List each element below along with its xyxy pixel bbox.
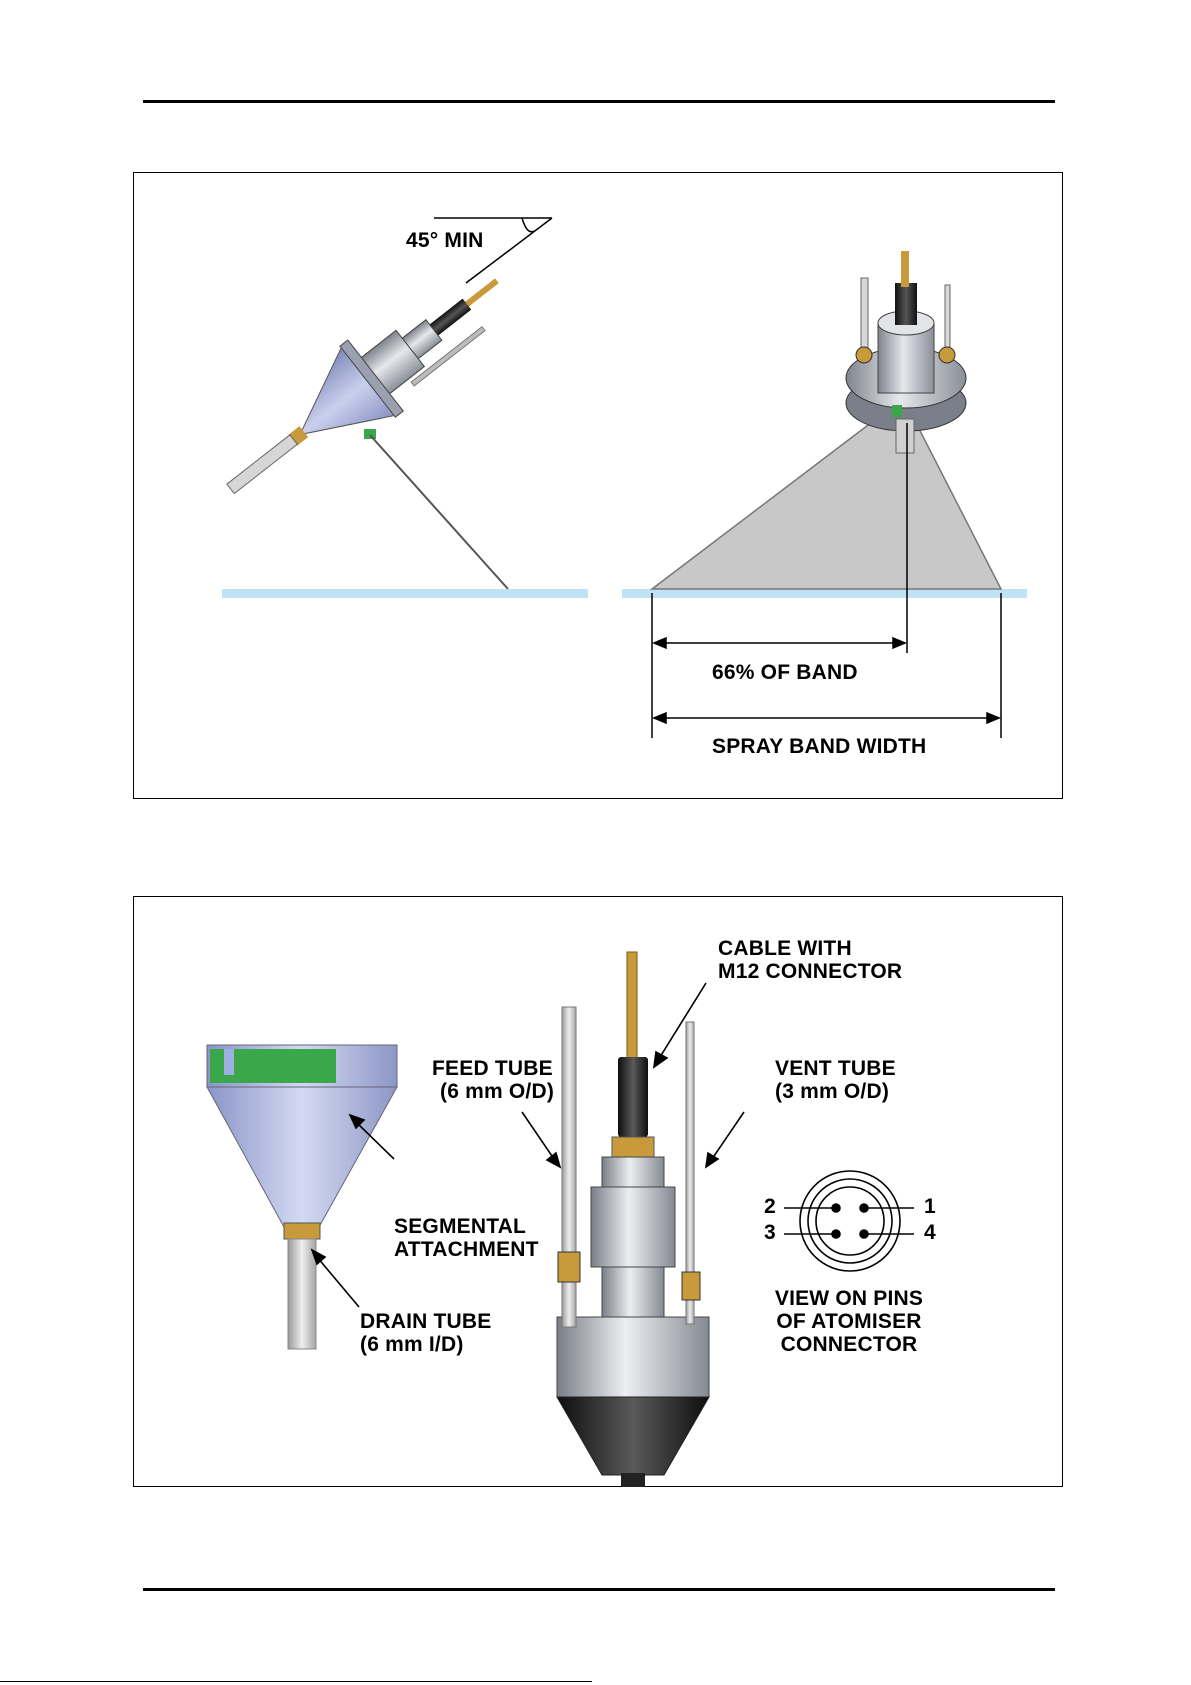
figure-spray-band-panel: 45° MIN 66% OF BAND SPRAY BAND WIDTH (133, 172, 1063, 799)
drain-tube-label-line1: DRAIN TUBE (360, 1310, 492, 1333)
segmental-label-line1: SEGMENTAL (394, 1215, 526, 1238)
connector-pin-diagram (784, 1171, 914, 1271)
atomiser-body-drawing (557, 952, 709, 1487)
green-segment (364, 429, 376, 439)
drain-tube-label-line2: (6 mm I/D) (360, 1333, 464, 1356)
tilted-atomiser (203, 245, 525, 524)
cable-label-line2: M12 CONNECTOR (718, 960, 902, 983)
atomiser-components-drawing (134, 897, 1064, 1488)
feed-tube-label-line2: (6 mm O/D) (440, 1080, 554, 1103)
pin-4-label: 4 (924, 1221, 936, 1244)
cable-label-line1: CABLE WITH (718, 937, 852, 960)
page-footer-line (0, 1681, 592, 1682)
vent-tube-label-line2: (3 mm O/D) (775, 1080, 889, 1103)
band-percent-label: 66% OF BAND (712, 661, 858, 684)
vent-tube-label-line1: VENT TUBE (775, 1057, 896, 1080)
angle-label: 45° MIN (406, 229, 483, 252)
atomiser-top-view (846, 251, 966, 453)
footer-rule (143, 1588, 1055, 1591)
connector-label-line1: VIEW ON PINS (754, 1287, 944, 1310)
spray-pattern (652, 419, 1001, 589)
spray-band-drawing (134, 173, 1064, 800)
water-band-right (622, 589, 1027, 598)
connector-label-line3: CONNECTOR (754, 1333, 944, 1356)
pin-3-label: 3 (764, 1221, 776, 1244)
segmental-label-line2: ATTACHMENT (394, 1238, 539, 1261)
connector-label-line2: OF ATOMISER (754, 1310, 944, 1333)
band-width-label: SPRAY BAND WIDTH (712, 735, 926, 758)
header-rule (143, 100, 1055, 103)
water-band-left (222, 589, 588, 598)
pin-2-label: 2 (764, 1195, 776, 1218)
feed-tube-label-line1: FEED TUBE (432, 1057, 553, 1080)
pin-1-label: 1 (924, 1195, 936, 1218)
figure-atomiser-components-panel: CABLE WITH M12 CONNECTOR FEED TUBE (6 mm… (133, 896, 1063, 1487)
segmental-attachment-drawing (207, 1045, 397, 1349)
drain-line (370, 435, 508, 589)
